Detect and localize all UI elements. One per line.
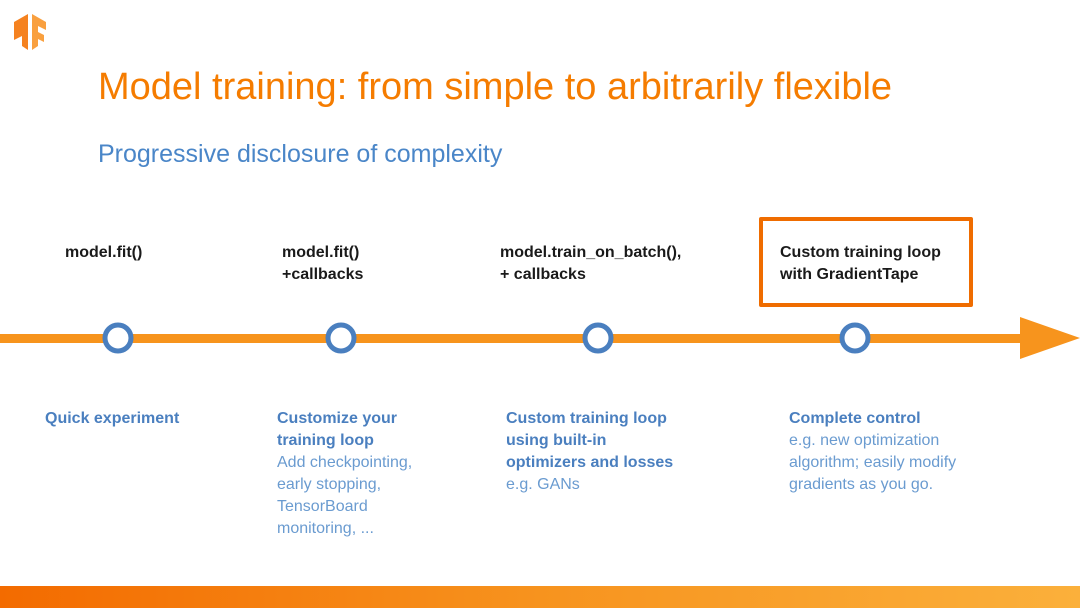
timeline bbox=[0, 317, 1080, 359]
stage-desc-body: e.g. GANs bbox=[506, 476, 580, 493]
tensorflow-logo-icon bbox=[14, 14, 46, 50]
stage-desc-head: Custom training loop using built-in opti… bbox=[506, 410, 674, 471]
timeline-line bbox=[0, 334, 1025, 343]
timeline-node-1 bbox=[102, 322, 134, 354]
stage-desc-head: Customize your training loop bbox=[277, 410, 398, 449]
bottom-accent-bar bbox=[0, 586, 1080, 608]
slide-title: Model training: from simple to arbitrari… bbox=[98, 66, 893, 108]
stage-desc-head: Quick experiment bbox=[45, 410, 180, 427]
slide-subtitle: Progressive disclosure of complexity bbox=[98, 140, 503, 168]
stage-desc-body: e.g. new optimization algorithm; easily … bbox=[789, 432, 957, 493]
stage-label-fit-callbacks: model.fit() +callbacks bbox=[282, 244, 364, 283]
timeline-node-2 bbox=[325, 322, 357, 354]
stage-desc-3: Custom training loop using built-in opti… bbox=[506, 408, 673, 496]
stage-label-gradienttape: Custom training loop with GradientTape bbox=[780, 244, 941, 283]
stage-desc-4: Complete control e.g. new optimization a… bbox=[789, 408, 956, 496]
timeline-node-3 bbox=[582, 322, 614, 354]
stage-label-fit: model.fit() bbox=[65, 244, 143, 261]
timeline-arrowhead bbox=[1020, 317, 1080, 359]
stage-label-train-on-batch: model.train_on_batch(), + callbacks bbox=[500, 244, 682, 283]
stage-desc-body: Add checkpointing, early stopping, Tenso… bbox=[277, 454, 413, 537]
stage-desc-2: Customize your training loop Add checkpo… bbox=[277, 408, 412, 540]
highlight-box bbox=[759, 217, 973, 307]
stage-desc-1: Quick experiment bbox=[45, 408, 179, 430]
timeline-node-4 bbox=[839, 322, 871, 354]
stage-desc-head: Complete control bbox=[789, 410, 921, 427]
